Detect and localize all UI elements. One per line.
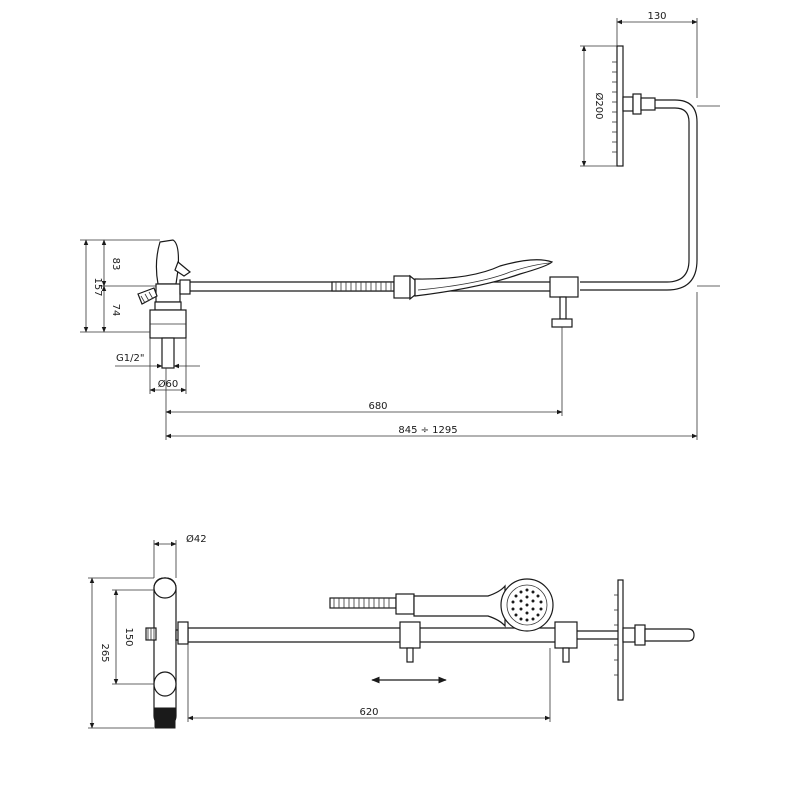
shower-arm-front: [577, 579, 695, 701]
mixer-body-front: [145, 577, 189, 729]
bottom-view: Ø42 150 265 620: [88, 533, 695, 729]
dim-74-label: 74: [110, 304, 121, 317]
dim-200-label: Ø200: [593, 93, 605, 120]
shower-hose: [329, 593, 415, 615]
dim-83-label: 83: [110, 258, 121, 271]
dim-265-label: 265: [99, 643, 110, 662]
dim-total-height: 845 ÷ 1295: [165, 292, 698, 440]
dim-680-label: 680: [368, 401, 387, 412]
rail-end-bracket: [549, 276, 579, 328]
thermostatic-mixer: [137, 239, 192, 369]
dim-157-label: 157: [92, 277, 103, 296]
dim-thread-label: G1/2": [116, 353, 144, 364]
shower-arm: [580, 99, 698, 291]
dim-inlet-centers: 150: [112, 589, 154, 685]
hand-shower-front: [413, 578, 554, 632]
slider-holder: [399, 621, 421, 663]
dim-845-1295-label: 845 ÷ 1295: [398, 425, 457, 436]
rail-end-bracket-front: [554, 621, 578, 663]
dim-body-diameter: Ø42: [153, 533, 207, 578]
dim-inlet-thread: G1/2": [115, 353, 200, 369]
overhead-shower-head: [612, 45, 656, 167]
hand-shower-assembly: [331, 259, 554, 301]
dim-shower-diameter: Ø200: [580, 45, 617, 167]
dim-mixer-heights: 83 157 74: [80, 239, 160, 333]
dim-42-label: Ø42: [186, 533, 207, 545]
dim-60-label: Ø60: [158, 378, 179, 390]
dim-rail-length: 680: [165, 327, 563, 440]
dim-150-label: 150: [123, 627, 134, 646]
dim-620-label: 620: [359, 707, 378, 718]
dim-body-height: 265: [88, 577, 154, 729]
slide-rail-front: [188, 627, 555, 643]
dim-shower-projection: 130: [616, 11, 698, 98]
dim-inlet-diameter: Ø60: [149, 338, 187, 394]
dim-130-label: 130: [647, 11, 666, 22]
top-view: 130 Ø200: [80, 11, 720, 440]
dim-slider-travel: 620: [187, 644, 551, 722]
